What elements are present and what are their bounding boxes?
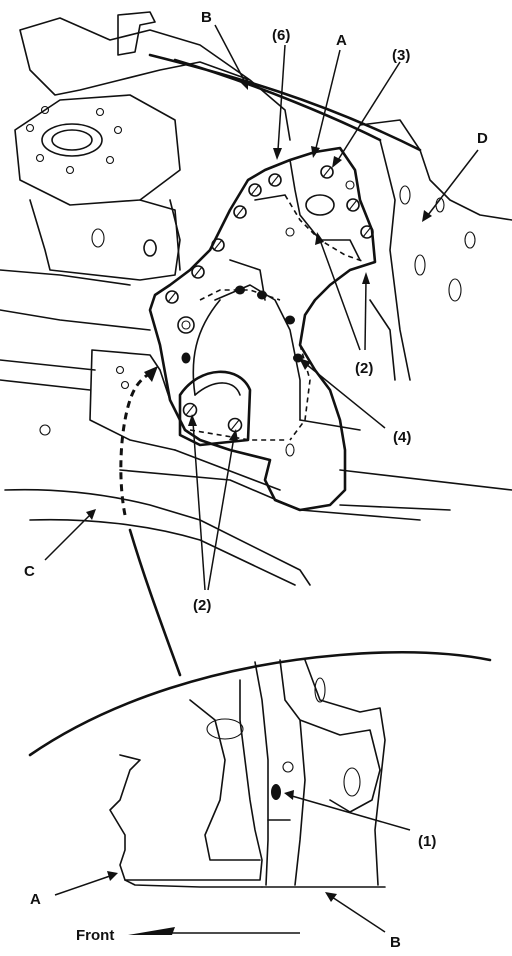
- hidden-path-arrowhead: [144, 366, 158, 382]
- label-front: Front: [76, 927, 114, 944]
- detail-panel-a: [109, 679, 263, 881]
- inner-fender-panel: [0, 199, 181, 331]
- weld-symbol: [268, 173, 282, 187]
- leaders-lower: [54, 790, 411, 933]
- label-2-right: (2): [355, 360, 373, 377]
- detail-spot-weld-1: [271, 784, 281, 800]
- weld-symbol: [248, 183, 262, 197]
- strut-mount-plate: [14, 94, 181, 206]
- leaders-upper: [44, 24, 479, 591]
- inner-bracket-opening: [192, 284, 301, 421]
- detail-slot: [206, 718, 244, 740]
- detail-circle-arc: [28, 650, 492, 757]
- callout-labels: B (6) A (3) D (2) (4) C (2) (1) A B Fron…: [24, 9, 488, 951]
- detail-floor-line: [261, 819, 386, 888]
- weld-symbol: [346, 198, 360, 212]
- strut-tower-outline: [19, 17, 291, 141]
- weld-symbol: [165, 290, 179, 304]
- label-d: D: [477, 130, 488, 147]
- left-lower-panel-holes: [39, 365, 295, 457]
- label-b-bottom: B: [390, 934, 401, 951]
- weld-symbol: [227, 417, 243, 433]
- panel-a-hole-upper: [305, 194, 335, 216]
- bolt-stud: [177, 316, 195, 334]
- hidden-edge-lower: [189, 289, 285, 441]
- label-6: (6): [272, 27, 290, 44]
- weld-symbol: [360, 225, 374, 239]
- side-panel-hole: [91, 228, 105, 248]
- label-a-bottom: A: [30, 891, 41, 908]
- strut-mount-bolt-holes: [25, 105, 123, 175]
- lower-opening-inner: [194, 382, 241, 396]
- frame-line-b-top: [148, 53, 422, 152]
- label-a-top: A: [336, 32, 347, 49]
- magnifier-line: [128, 528, 182, 677]
- label-c: C: [24, 563, 35, 580]
- weld-symbol: [182, 402, 198, 418]
- label-b-top: B: [201, 9, 212, 26]
- upper-view: [0, 11, 512, 591]
- weld-symbol: [191, 265, 205, 279]
- panel-a-hole-small: [285, 227, 295, 237]
- weld-symbol: [211, 238, 225, 252]
- panel-a-outline: [148, 146, 377, 512]
- hidden-path-arrow: [119, 370, 153, 516]
- side-member-d-holes: [399, 185, 476, 302]
- detail-small-hole: [282, 761, 294, 773]
- weld-symbols-flange: [165, 165, 374, 433]
- panel-a-hole-small-2: [345, 180, 355, 190]
- detail-pillar: [254, 659, 386, 886]
- weld-symbol: [233, 205, 247, 219]
- lower-opening: [178, 370, 252, 447]
- label-3: (3): [392, 47, 410, 64]
- front-direction-arrow: [128, 927, 300, 935]
- spot-welds-4: [181, 285, 303, 364]
- label-2-bottom: (2): [193, 597, 211, 614]
- left-lower-panel: [0, 349, 176, 451]
- strut-mount-hole: [41, 123, 103, 157]
- bolt-stud-inner: [181, 320, 191, 330]
- detail-panel-a-edge: [124, 879, 263, 888]
- label-4: (4): [393, 429, 411, 446]
- frame-rail-c: [4, 449, 451, 586]
- panel-a-inner-step: [229, 159, 361, 301]
- detail-pillar-hole-2: [343, 767, 361, 797]
- strut-mount-hole-inner: [51, 129, 93, 151]
- label-1: (1): [418, 833, 436, 850]
- detail-pillar-hole: [314, 677, 326, 703]
- side-member-lower: [299, 419, 512, 491]
- upper-side-panel: [139, 199, 181, 271]
- upper-bracket: [117, 11, 156, 56]
- side-member-d: [359, 119, 512, 381]
- weld-symbol: [320, 165, 334, 179]
- lower-detail-view: [28, 650, 492, 935]
